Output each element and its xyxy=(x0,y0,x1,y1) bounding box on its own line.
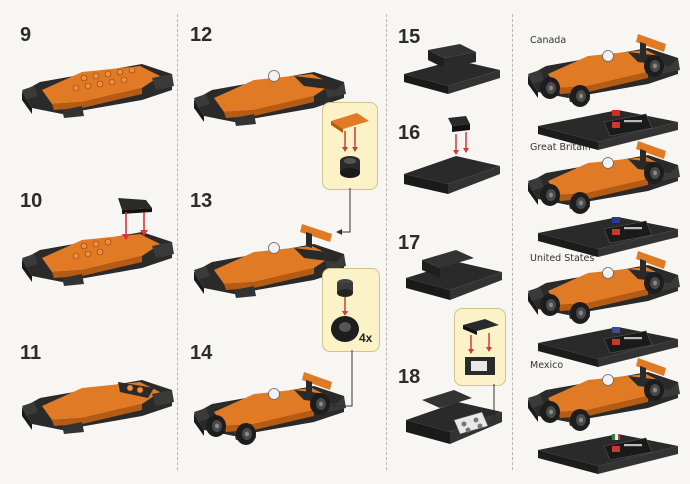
step-number-18: 18 xyxy=(398,366,421,388)
driver-helmet xyxy=(268,70,280,82)
plate-subassembly-callout xyxy=(454,308,506,386)
final-car-great-britain xyxy=(528,155,683,260)
country-label-united-states: United States xyxy=(530,253,595,264)
final-car-mexico xyxy=(528,372,683,477)
wing-subassembly-callout xyxy=(322,102,378,190)
step-number-11: 11 xyxy=(20,342,42,364)
step-12-model-illustration xyxy=(194,70,346,126)
step-number-9: 9 xyxy=(20,24,32,46)
column-divider-3 xyxy=(512,14,513,470)
step-number-17: 17 xyxy=(398,232,421,254)
step-13-model-illustration xyxy=(194,224,346,298)
wheel-quantity-label: 4x xyxy=(359,331,373,345)
step-number-14: 14 xyxy=(190,342,213,364)
step-15-stand-illustration xyxy=(404,44,500,94)
country-label-mexico: Mexico xyxy=(530,360,564,371)
united-states-flag-icon xyxy=(612,327,620,333)
final-car-united-states xyxy=(528,265,683,370)
step-11-model-illustration xyxy=(22,380,174,434)
great-britain-flag-icon xyxy=(612,217,620,223)
wheel-subassembly-callout: 4x xyxy=(322,268,380,352)
step-number-16: 16 xyxy=(398,122,421,144)
step-number-15: 15 xyxy=(398,26,421,48)
step-16-stand-illustration xyxy=(404,116,500,194)
country-label-canada: Canada xyxy=(530,35,567,46)
final-car-canada xyxy=(528,48,683,153)
step-number-10: 10 xyxy=(20,190,43,212)
step-number-13: 13 xyxy=(190,190,213,212)
canada-flag-icon xyxy=(612,110,620,116)
step-number-12: 12 xyxy=(190,24,213,46)
step-18-stand-illustration xyxy=(406,390,502,444)
rear-wing xyxy=(300,224,332,242)
step-10-model-illustration xyxy=(22,198,174,286)
step-17-stand-illustration xyxy=(406,250,502,300)
column-divider-2 xyxy=(386,14,387,470)
column-divider-1 xyxy=(177,14,178,470)
country-label-great-britain: Great Britain xyxy=(530,142,591,153)
mexico-flag-icon xyxy=(612,434,615,440)
